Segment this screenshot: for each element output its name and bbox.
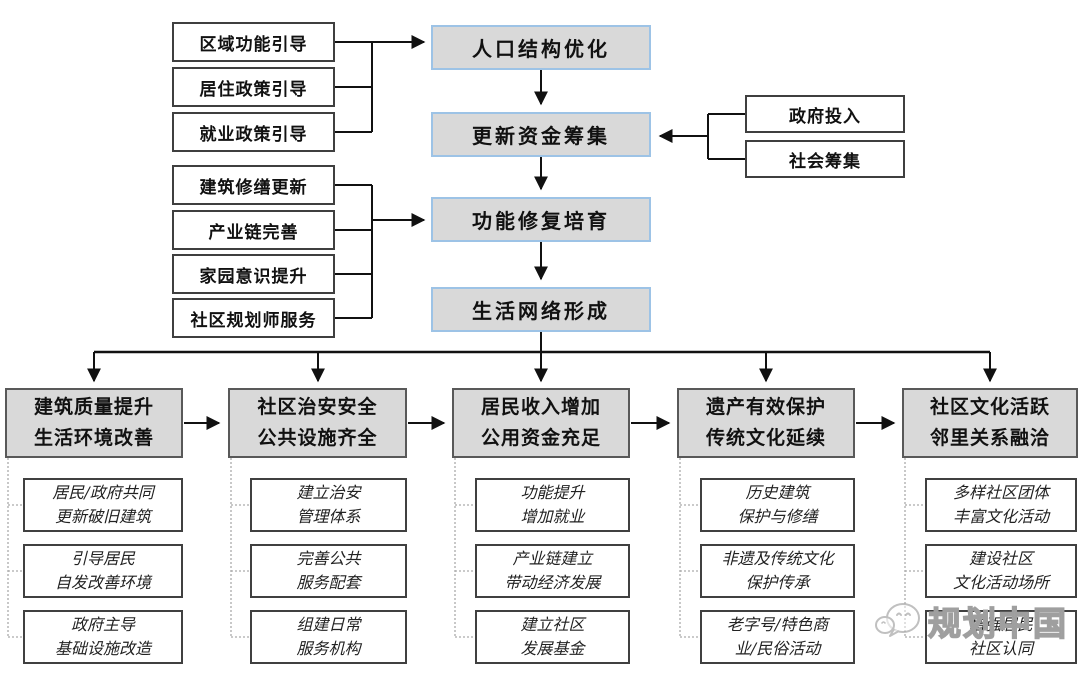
item-line: 社区认同 [968, 639, 1033, 658]
item-line: 建设社区 [968, 549, 1033, 568]
list-item: 引导居民 自发改善环境 [23, 544, 183, 598]
item-line: 功能提升 [520, 483, 585, 502]
list-item: 政府主导 基础设施改造 [23, 610, 183, 664]
item-line: 服务配套 [296, 573, 361, 592]
funding-input-connectors [658, 113, 745, 160]
chain-box-renewal-funding: 更新资金筹集 [431, 112, 651, 157]
input-box-regional-function: 区域功能引导 [172, 22, 335, 62]
item-line: 引导居民 [70, 549, 135, 568]
item-line: 业/民俗活动 [734, 639, 821, 658]
input-box-government-investment: 政府投入 [745, 95, 905, 133]
header-line: 公共设施齐全 [257, 428, 378, 449]
item-line: 非遗及传统文化 [721, 549, 834, 568]
list-item: 组建日常 服务机构 [250, 610, 407, 664]
item-line: 丰富文化活动 [952, 507, 1049, 526]
item-line: 建立社区 [520, 615, 585, 634]
input-box-social-fundraising: 社会筹集 [745, 140, 905, 178]
header-line: 生活环境改善 [33, 428, 154, 449]
header-line: 建筑质量提升 [33, 396, 154, 418]
input-box-employment-policy: 就业政策引导 [172, 112, 335, 152]
header-line: 邻里关系融洽 [929, 428, 1050, 449]
item-line: 自发改善环境 [54, 573, 151, 592]
list-item: 建立治安 管理体系 [250, 478, 407, 532]
item-line: 历史建筑 [745, 483, 810, 502]
input-box-building-repair: 建筑修缮更新 [172, 165, 335, 205]
input-box-community-planner: 社区规划师服务 [172, 298, 335, 338]
column-header-community-culture: 社区文化活跃 邻里关系融洽 [902, 388, 1078, 458]
input-box-homeland-awareness: 家园意识提升 [172, 254, 335, 294]
list-item: 居民/政府共同 更新破旧建筑 [23, 478, 183, 532]
population-input-connectors [335, 35, 426, 133]
item-line: 增强居民 [968, 615, 1033, 634]
header-line: 社区治安安全 [257, 396, 378, 418]
list-item: 完善公共 服务配套 [250, 544, 407, 598]
item-line: 多样社区团体 [952, 483, 1049, 502]
wechat-logo-icon [875, 603, 920, 637]
item-line: 保护传承 [745, 573, 810, 592]
item-line: 产业链建立 [512, 549, 593, 568]
item-line: 更新破旧建筑 [54, 507, 151, 526]
watermark-text: 规划中国 [927, 604, 1068, 643]
list-item: 非遗及传统文化 保护传承 [700, 544, 855, 598]
watermark: 规划中国 [874, 597, 1068, 645]
item-line: 老字号/特色商 [726, 615, 829, 634]
list-item: 增强居民 社区认同 [925, 610, 1077, 664]
header-line: 居民收入增加 [480, 396, 601, 418]
item-line: 保护与修缮 [737, 507, 818, 526]
header-line: 传统文化延续 [705, 428, 826, 449]
item-line: 文化活动场所 [952, 573, 1049, 592]
list-item: 建立社区 发展基金 [475, 610, 630, 664]
column-header-public-safety: 社区治安安全 公共设施齐全 [228, 388, 407, 458]
item-line: 组建日常 [296, 615, 361, 634]
item-line: 服务机构 [296, 639, 361, 658]
chain-box-life-network: 生活网络形成 [431, 287, 651, 332]
header-line: 社区文化活跃 [929, 396, 1050, 418]
item-line: 带动经济发展 [504, 573, 601, 592]
chain-box-population-structure: 人口结构优化 [431, 25, 651, 70]
item-line: 增加就业 [520, 507, 585, 526]
list-item: 历史建筑 保护与修缮 [700, 478, 855, 532]
header-line: 遗产有效保护 [705, 396, 826, 418]
item-line: 发展基金 [520, 639, 585, 658]
column-header-building-quality: 建筑质量提升 生活环境改善 [5, 388, 183, 458]
item-line: 建立治安 [296, 483, 361, 502]
list-item: 建设社区 文化活动场所 [925, 544, 1077, 598]
list-item: 老字号/特色商 业/民俗活动 [700, 610, 855, 664]
column-header-resident-income: 居民收入增加 公用资金充足 [452, 388, 630, 458]
function-input-connectors [335, 184, 426, 319]
item-line: 管理体系 [296, 507, 361, 526]
distribution-connectors [87, 350, 997, 383]
item-line: 基础设施改造 [54, 639, 151, 658]
input-box-housing-policy: 居住政策引导 [172, 67, 335, 107]
chain-box-function-restoration: 功能修复培育 [431, 197, 651, 242]
header-line: 公用资金充足 [480, 428, 601, 449]
item-line: 居民/政府共同 [52, 483, 154, 502]
column-header-heritage-protection: 遗产有效保护 传统文化延续 [677, 388, 855, 458]
item-line: 政府主导 [70, 615, 135, 634]
input-box-industry-chain: 产业链完善 [172, 210, 335, 250]
list-item: 多样社区团体 丰富文化活动 [925, 478, 1077, 532]
list-item: 产业链建立 带动经济发展 [475, 544, 630, 598]
item-line: 完善公共 [296, 549, 361, 568]
list-item: 功能提升 增加就业 [475, 478, 630, 532]
